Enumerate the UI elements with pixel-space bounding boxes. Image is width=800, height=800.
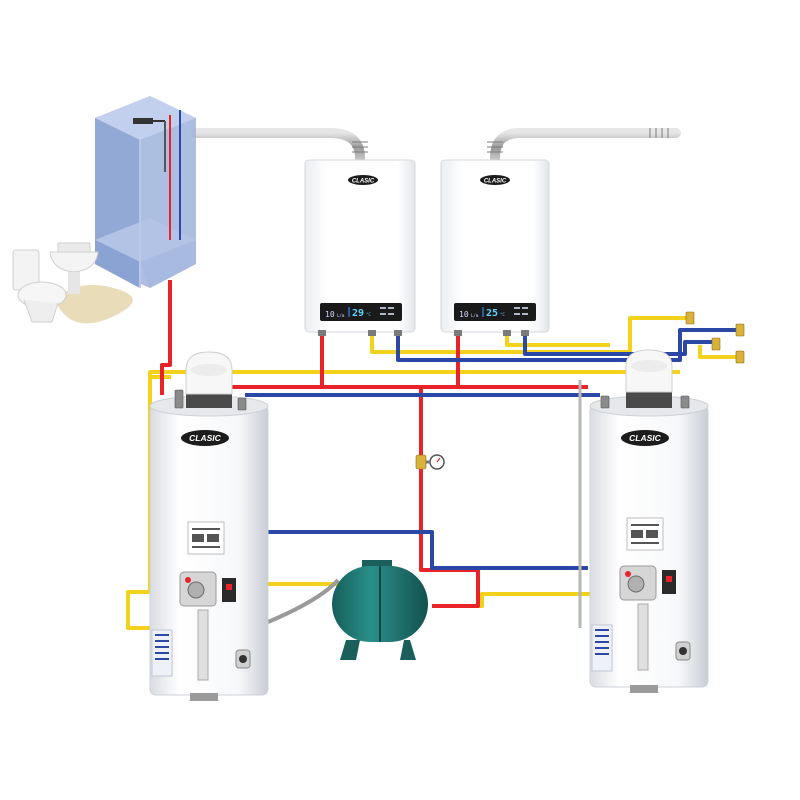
- shower-head-icon: [133, 118, 153, 124]
- storage-heater-left: CLASIC: [149, 351, 269, 701]
- tankless-heater-right: CLASIC 10 L/m 25 °C: [440, 159, 550, 333]
- vent-pipes: [191, 128, 681, 167]
- flow-unit: L/m: [337, 313, 345, 318]
- brand-logo: CLASIC: [484, 179, 507, 185]
- brand-logo: CLASIC: [352, 179, 375, 185]
- bathroom-fixtures: [12, 242, 133, 324]
- flow-unit: L/m: [471, 313, 479, 318]
- heater-fittings: [318, 330, 529, 336]
- temp-unit: °C: [366, 312, 371, 317]
- vent-pipe-left: [191, 128, 365, 167]
- temp-readout: 25: [486, 308, 498, 319]
- vent-bellows: [352, 128, 669, 153]
- sink-icon: [49, 251, 99, 273]
- flow-readout: 10: [325, 310, 335, 319]
- vent-pipe-right: [490, 128, 681, 167]
- flex-hose: [267, 578, 340, 624]
- storage-heater-right: CLASIC: [589, 349, 709, 693]
- puddle: [55, 284, 133, 324]
- valves: [174, 311, 745, 470]
- brand-logo: CLASIC: [189, 433, 222, 443]
- shower-cabin: [95, 96, 196, 288]
- brand-logo: CLASIC: [629, 433, 662, 443]
- temp-unit: °C: [500, 312, 505, 317]
- temp-readout: 29: [352, 308, 364, 319]
- expansion-tank: [332, 560, 428, 660]
- cold-water-lines: [245, 328, 740, 570]
- flow-readout: 10: [459, 310, 469, 319]
- tankless-heater-left: CLASIC 10 L/m 29 °C: [304, 159, 416, 333]
